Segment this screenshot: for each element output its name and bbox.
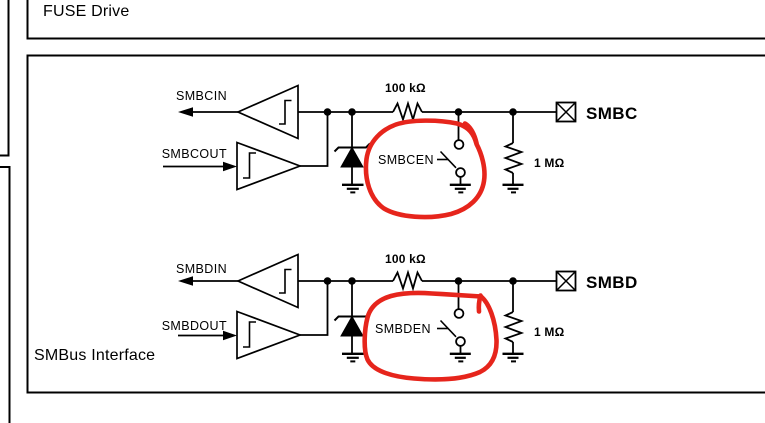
- smbcen-annotation-stroke-end: [462, 121, 479, 146]
- ground-symbol: [342, 183, 364, 194]
- left-arrowhead-icon: [178, 107, 193, 117]
- smbden-annotation-stroke-end: [476, 293, 483, 314]
- smbc-enable-switch-symbol: [437, 139, 471, 194]
- smbc-series-resistor-symbol: [392, 100, 423, 123]
- smbc-output-buffer-symbol: [223, 141, 303, 191]
- smbc-pin-label: SMBC: [586, 104, 638, 123]
- schmitt-glyph: [279, 99, 292, 125]
- smbd-pulldown-resistor-value: 1 MΩ: [534, 324, 565, 339]
- fuse-block-border: [26, 0, 765, 40]
- smbc-pulldown-resistor-symbol: [502, 142, 525, 194]
- outer-border-lower: [0, 166, 11, 423]
- outer-border-upper: [0, 0, 10, 157]
- smbcout-signal-label: SMBCOUT: [161, 147, 227, 161]
- smbden-annotation-circle: [362, 290, 499, 382]
- schmitt-glyph: [279, 268, 292, 294]
- smbd-pin-terminal-icon: [555, 270, 577, 292]
- schmitt-glyph: [243, 321, 256, 348]
- right-arrowhead-icon: [223, 330, 237, 341]
- ground-symbol: [449, 352, 471, 363]
- smbd-pin-label: SMBD: [586, 273, 638, 292]
- smbd-channel-circuit: [178, 253, 577, 363]
- smbcen-annotation-circle: [363, 118, 487, 220]
- smbd-input-buffer-symbol: [178, 253, 299, 309]
- smbcin-signal-label: SMBCIN: [175, 89, 227, 103]
- smbdout-signal-label: SMBDOUT: [161, 319, 227, 333]
- smbc-pulldown-resistor-value: 1 MΩ: [534, 155, 565, 170]
- ground-symbol: [502, 352, 524, 363]
- smbden-signal-label: SMBDEN: [375, 322, 431, 336]
- smbd-output-buffer-symbol: [223, 310, 303, 360]
- smbc-outbuf-wire: [300, 112, 329, 167]
- smbdin-signal-label: SMBDIN: [175, 262, 227, 276]
- smbc-esd-diode-symbol: [333, 142, 371, 194]
- smbc-series-resistor-value: 100 kΩ: [385, 80, 426, 95]
- ground-symbol: [342, 352, 364, 363]
- smbd-series-resistor-symbol: [392, 269, 423, 292]
- smbd-pulldown-resistor-symbol: [502, 311, 525, 363]
- smbc-junction-dots: [323, 108, 517, 116]
- ground-symbol: [502, 183, 524, 194]
- red-annotations: [362, 118, 499, 382]
- schmitt-glyph: [243, 152, 256, 179]
- smbd-enable-switch-symbol: [437, 308, 471, 363]
- smbc-pin-terminal-icon: [555, 101, 577, 123]
- smbus-block-title: SMBus Interface: [34, 347, 156, 364]
- smbus-block-border: [26, 54, 765, 394]
- smbc-channel-circuit: [163, 84, 577, 194]
- smbc-input-buffer-symbol: [178, 84, 299, 140]
- smbd-outbuf-wire: [300, 281, 329, 336]
- smbd-series-resistor-value: 100 kΩ: [385, 252, 426, 266]
- right-arrowhead-icon: [223, 161, 237, 172]
- smbd-junction-dots: [323, 277, 517, 285]
- fuse-block-title: FUSE Drive: [43, 3, 130, 20]
- smbcen-signal-label: SMBCEN: [378, 153, 434, 167]
- ground-symbol: [449, 183, 471, 194]
- smbc-wires: [163, 111, 557, 168]
- left-arrowhead-icon: [178, 276, 193, 286]
